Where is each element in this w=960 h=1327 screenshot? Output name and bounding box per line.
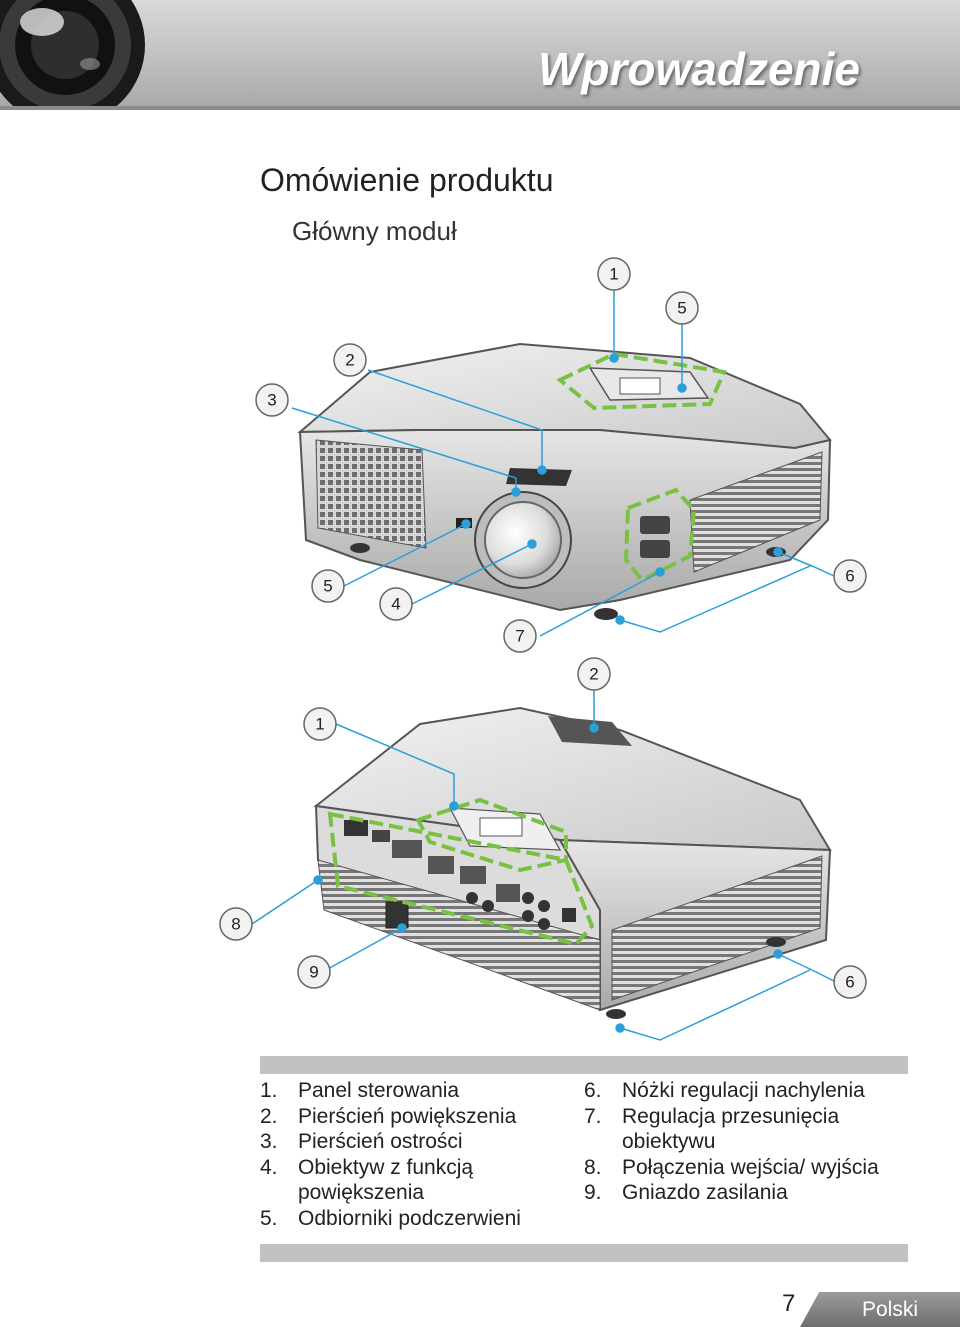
legend-item: 4. Obiektyw z funkcją powiększenia <box>260 1155 560 1206</box>
callout-badge: 2 <box>333 343 367 377</box>
legend-divider-bottom <box>260 1244 908 1262</box>
legend-item: 8. Połączenia wejścia/ wyjścia <box>584 1155 904 1181</box>
callout-label: 5 <box>323 577 332 596</box>
page-header: Wprowadzenie <box>0 0 960 110</box>
callout-badge: 2 <box>577 657 611 691</box>
legend-text: Panel sterowania <box>298 1079 460 1102</box>
callout-label: 1 <box>609 265 618 284</box>
callout-label: 7 <box>515 627 524 646</box>
legend-list-left: 1. Panel sterowania 2. Pierścień powiększe… <box>260 1078 560 1231</box>
legend-item: 3. Pierścień ostrości <box>260 1129 560 1155</box>
callout-label: 2 <box>345 351 354 370</box>
footer-language-tab <box>800 1292 960 1327</box>
legend-text: Połączenia wejścia/ wyjścia <box>622 1155 879 1179</box>
callout-badge: 8 <box>219 907 253 941</box>
legend-text: Pierścień powiększenia <box>298 1104 517 1128</box>
legend-number: 1. <box>260 1079 278 1102</box>
lens-logo-icon <box>0 0 145 110</box>
legend-number: 2. <box>260 1104 278 1128</box>
callout-label: 2 <box>589 665 598 684</box>
callout-label: 1 <box>315 715 324 734</box>
legend-text: Odbiorniki podczerwieni <box>298 1206 521 1230</box>
callout-badge: 3 <box>255 383 289 417</box>
legend-number: 6. <box>584 1079 602 1102</box>
legend-item: 5. Odbiorniki podczerwieni <box>260 1206 560 1232</box>
legend-text: Nóżki regulacji nachylenia <box>622 1079 865 1102</box>
legend-text: Regulacja przesunięcia obiektywu <box>622 1104 840 1154</box>
callout-label: 5 <box>677 299 686 318</box>
legend-item: 6. Nóżki regulacji nachylenia <box>584 1078 904 1104</box>
legend-number: 8. <box>584 1155 602 1179</box>
footer-language: Polski <box>862 1298 919 1321</box>
callout-badges-top: 1 5 2 3 5 4 7 6 <box>255 257 867 653</box>
callout-badges-bottom: 2 1 8 9 6 <box>219 657 867 999</box>
header-title: Wprowadzenie <box>537 43 860 95</box>
callout-label: 6 <box>845 973 854 992</box>
legend-number: 4. <box>260 1155 278 1179</box>
callout-label: 8 <box>231 915 240 934</box>
callout-badge: 6 <box>833 965 867 999</box>
projector-rear-view <box>313 706 832 1019</box>
page-number: 7 <box>782 1290 796 1317</box>
legend-item: 1. Panel sterowania <box>260 1078 560 1104</box>
callout-label: 9 <box>309 963 318 982</box>
callout-label: 4 <box>391 595 400 614</box>
legend-number: 3. <box>260 1130 278 1153</box>
callout-badge: 9 <box>297 955 331 989</box>
legend-text: Obiektyw z funkcją powiększenia <box>298 1155 474 1205</box>
legend-item: 9. Gniazdo zasilania <box>584 1180 904 1206</box>
callout-badge: 6 <box>833 559 867 593</box>
callout-badge: 4 <box>379 587 413 621</box>
legend-list-right: 6. Nóżki regulacji nachylenia 7. Regulacja… <box>584 1078 904 1206</box>
legend-divider-top <box>260 1056 908 1074</box>
legend-number: 9. <box>584 1181 602 1204</box>
callout-badge: 7 <box>503 619 537 653</box>
projector-diagram: 1 5 2 3 5 4 7 6 <box>219 257 867 1041</box>
callout-badge: 5 <box>665 291 699 325</box>
callout-badge: 5 <box>311 569 345 603</box>
callout-label: 6 <box>845 567 854 586</box>
subsection-title: Główny moduł <box>292 216 457 246</box>
legend-text: Gniazdo zasilania <box>622 1181 788 1204</box>
legend-number: 7. <box>584 1104 602 1128</box>
callout-badge: 1 <box>303 707 337 741</box>
callout-lines-bottom <box>251 690 837 1041</box>
legend-number: 5. <box>260 1206 278 1230</box>
callout-badge: 1 <box>597 257 631 291</box>
legend-text: Pierścień ostrości <box>298 1130 463 1153</box>
callout-lines-top <box>291 290 835 637</box>
projector-front-view <box>297 342 832 620</box>
section-title: Omówienie produktu <box>260 162 554 198</box>
legend-item: 7. Regulacja przesunięcia obiektywu <box>584 1104 904 1155</box>
legend-item: 2. Pierścień powiększenia <box>260 1104 560 1130</box>
callout-label: 3 <box>267 391 276 410</box>
